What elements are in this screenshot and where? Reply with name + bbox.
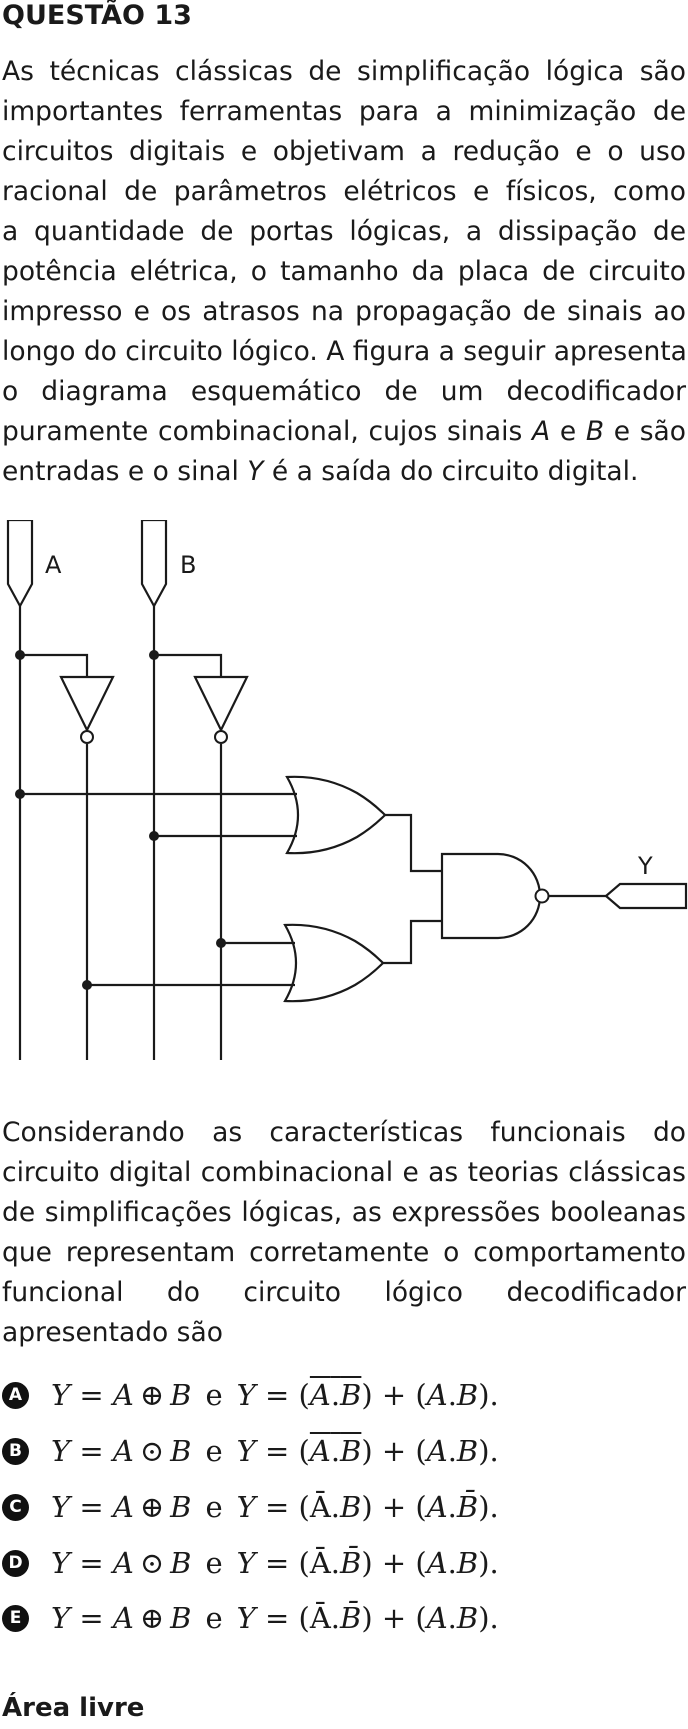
junction-b-not <box>149 650 159 660</box>
nand-bubble <box>534 888 550 904</box>
intro-line: entradas e o sinal Y é a saída do circui… <box>2 456 639 487</box>
prompt-line: que representam corretamente o comportam… <box>2 1237 686 1268</box>
option-letter-badge: C <box>2 1493 29 1521</box>
wire-b-to-not <box>154 653 223 677</box>
not-gate-b <box>193 675 249 733</box>
not-a-bubble <box>80 730 94 744</box>
output-pin <box>604 882 688 910</box>
junction-notb-or2 <box>216 938 226 948</box>
label-a: A <box>45 551 62 579</box>
intro-line: longo do circuito lógico. A figura a seg… <box>2 336 687 367</box>
circuit-diagram: A B Y <box>6 520 688 1060</box>
junction-a-not <box>15 650 25 660</box>
option-letter-badge: E <box>2 1604 29 1632</box>
junction-b-or1 <box>149 831 159 841</box>
input-pin-a <box>6 520 34 609</box>
intro-line: o diagrama esquemático de um decodificad… <box>2 376 686 407</box>
intro-line: importantes ferramentas para a minimizaç… <box>2 96 686 127</box>
option-letter-badge: B <box>2 1437 29 1465</box>
intro-line: puramente combinacional, cujos sinais A … <box>2 416 686 447</box>
intro-line: impresso e os atrasos na propagação de s… <box>2 296 686 327</box>
or-gate-2 <box>283 923 385 1003</box>
nand-gate <box>440 852 542 940</box>
option-letter-badge: A <box>2 1381 29 1409</box>
junction-nota-or2 <box>82 980 92 990</box>
option-letter-badge: D <box>2 1549 29 1577</box>
prompt-line: Considerando as características funciona… <box>2 1117 686 1148</box>
label-y: Y <box>637 852 653 880</box>
intro-line: As técnicas clássicas de simplificação l… <box>2 56 686 87</box>
junction-a-or1 <box>15 789 25 799</box>
intro-line: racional de parâmetros elétricos e físic… <box>2 176 686 207</box>
input-pin-b <box>140 520 168 609</box>
not-b-bubble <box>214 730 228 744</box>
or-gate-1 <box>285 775 387 855</box>
free-area-label: Área livre <box>2 1693 145 1723</box>
wire-or1-to-nand <box>385 813 442 873</box>
wire-a-to-not <box>20 653 89 677</box>
not-gate-a <box>59 675 115 733</box>
prompt-line: de simplificações lógicas, as expressões… <box>2 1197 686 1228</box>
wire-or2-to-nand <box>383 919 442 965</box>
intro-line: potência elétrica, o tamanho da placa de… <box>2 256 686 287</box>
intro-line: circuitos digitais e objetivam a redução… <box>2 136 686 167</box>
question-prompt: Considerando as características funciona… <box>2 1113 686 1353</box>
label-b: B <box>180 551 196 579</box>
question-title: QUESTÃO 13 <box>2 0 192 31</box>
intro-line: a quantidade de portas lógicas, a dissip… <box>2 216 686 247</box>
prompt-line: circuito digital combinacional e as teor… <box>2 1157 686 1188</box>
question-intro: As técnicas clássicas de simplificação l… <box>2 52 687 492</box>
prompt-line: apresentado são <box>2 1317 223 1348</box>
prompt-line: funcional do circuito lógico decodificad… <box>2 1277 686 1308</box>
